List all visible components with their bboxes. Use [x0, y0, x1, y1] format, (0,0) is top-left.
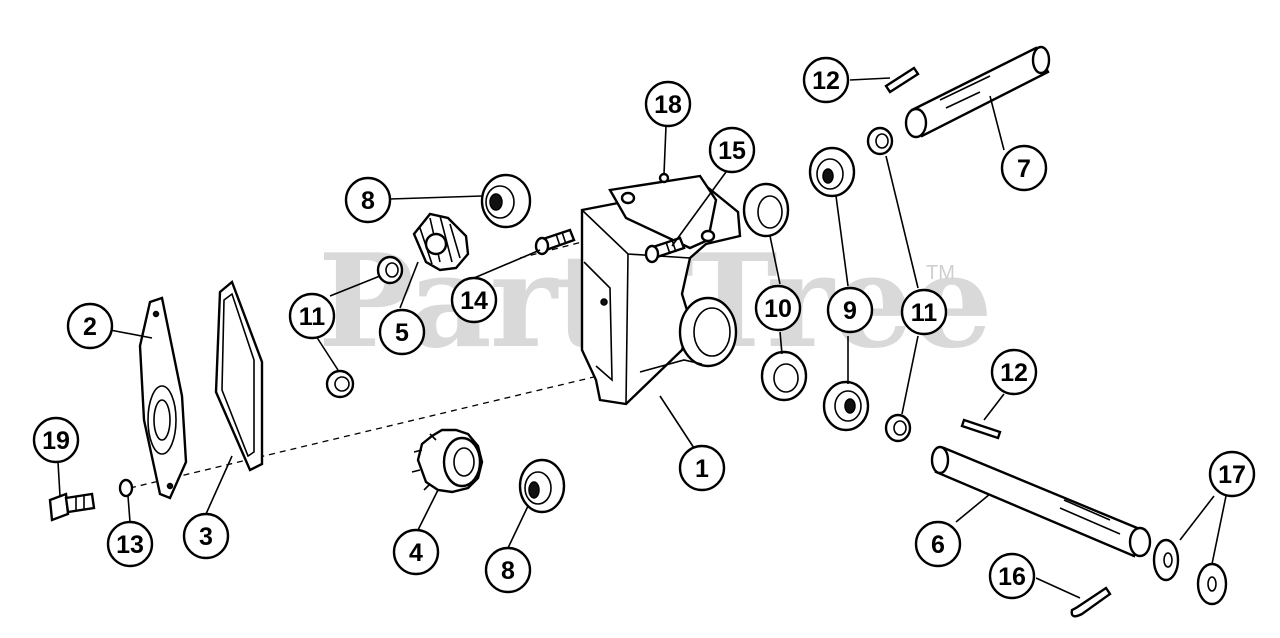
bolt-19: [48, 492, 96, 522]
callout-8-upper: 8: [344, 176, 392, 224]
svg-text:11: 11: [299, 303, 326, 331]
callout-8-lower: 8: [484, 546, 532, 594]
callout-4: 4: [392, 528, 440, 576]
svg-text:14: 14: [460, 287, 488, 315]
svg-text:2: 2: [83, 313, 97, 341]
svg-text:17: 17: [1218, 461, 1246, 489]
callouts: 1 2 3 4 5 6 7: [32, 56, 1256, 600]
bearing-8-lower: [518, 458, 566, 514]
svg-text:10: 10: [764, 295, 792, 323]
svg-text:18: 18: [654, 91, 682, 119]
shaft-7: [904, 45, 1051, 139]
callout-1: 1: [678, 444, 726, 492]
bearing-8-upper: [480, 173, 532, 229]
callout-16: 16: [988, 552, 1036, 600]
svg-text:5: 5: [395, 319, 409, 347]
snap-ring-11-d: [884, 413, 912, 443]
svg-text:3: 3: [199, 523, 213, 551]
bevel-pinion-5: [412, 212, 470, 272]
callout-11-left: 11: [288, 292, 336, 340]
bearing-9-lower: [822, 380, 870, 432]
callout-3: 3: [182, 512, 230, 560]
washer-17-b: [1196, 562, 1228, 606]
seal-10-upper: [742, 182, 790, 238]
fitting-18: [658, 172, 670, 184]
svg-text:19: 19: [42, 427, 70, 455]
svg-text:6: 6: [931, 531, 945, 559]
key-12-lower: [960, 418, 1002, 440]
assembly-axis-line: [129, 375, 599, 489]
callout-10: 10: [754, 284, 802, 332]
callout-9: 9: [826, 286, 874, 334]
svg-text:12: 12: [1000, 359, 1028, 387]
callout-18: 18: [644, 80, 692, 128]
flange-plate: [138, 296, 188, 500]
callout-7: 7: [1000, 144, 1048, 192]
gear-4: [411, 428, 484, 494]
svg-text:8: 8: [501, 557, 515, 585]
callout-19: 19: [32, 416, 80, 464]
svg-text:11: 11: [911, 299, 938, 327]
callout-12-upper: 12: [802, 56, 850, 104]
bolt-14: [534, 228, 576, 256]
callout-6: 6: [914, 520, 962, 568]
callout-11-right: 11: [900, 288, 948, 336]
callout-5: 5: [378, 308, 426, 356]
svg-text:4: 4: [409, 539, 423, 567]
gear-housing: [580, 174, 742, 406]
shaft-6: [930, 445, 1152, 558]
washer-17-a: [1152, 538, 1180, 582]
seal-10-lower: [760, 350, 808, 402]
watermark-trademark: TM: [926, 262, 955, 284]
svg-text:9: 9: [843, 297, 857, 325]
svg-text:15: 15: [718, 137, 746, 165]
lock-washer-13: [118, 478, 134, 498]
callout-17: 17: [1208, 450, 1256, 498]
callout-12-lower: 12: [990, 348, 1038, 396]
svg-text:12: 12: [812, 67, 840, 95]
bolt-15: [644, 236, 686, 264]
snap-ring-11-b: [325, 369, 355, 399]
svg-text:16: 16: [998, 563, 1026, 591]
svg-text:7: 7: [1017, 155, 1031, 183]
svg-text:1: 1: [695, 455, 709, 483]
snap-ring-11-c: [866, 126, 894, 156]
bearing-9-upper: [808, 146, 856, 198]
gasket: [214, 279, 264, 472]
callout-14: 14: [450, 276, 498, 324]
snap-ring-11-a: [376, 255, 404, 285]
key-12-upper: [884, 66, 920, 94]
cotter-pin-16: [1070, 586, 1112, 618]
callout-13: 13: [106, 520, 154, 568]
svg-text:13: 13: [116, 531, 144, 559]
svg-text:8: 8: [361, 187, 375, 215]
callout-2: 2: [66, 302, 114, 350]
callout-15: 15: [708, 126, 756, 174]
leader-lines: [57, 77, 1227, 599]
